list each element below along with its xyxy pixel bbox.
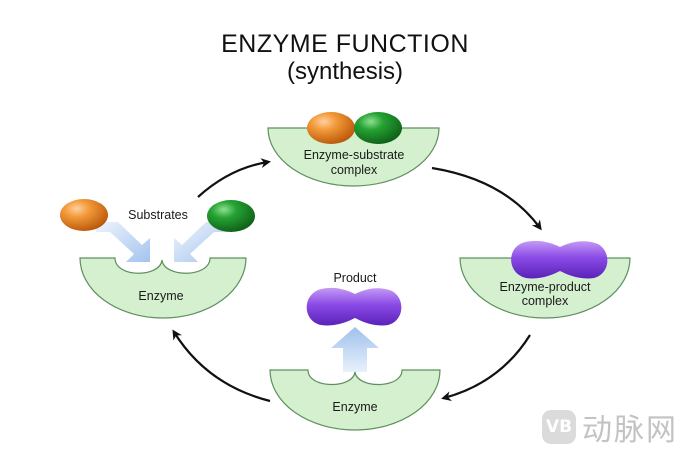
bound-product-molecule <box>511 240 608 279</box>
enzyme-bottom-label: Enzyme <box>332 400 377 414</box>
cycle-arrow-to-enzyme-bottom <box>441 334 531 402</box>
enzyme-product-label-line1: Enzyme-product <box>499 280 591 294</box>
enzyme-left-shape <box>79 257 247 319</box>
substrate-green <box>207 200 255 232</box>
enzyme-product-label-line2: complex <box>522 294 569 308</box>
enzyme-substrate-label-line1: Enzyme-substrate <box>304 148 405 162</box>
enzyme-bottom-shape <box>269 369 441 431</box>
substrates-label: Substrates <box>128 208 188 222</box>
substrate-orange <box>60 199 108 231</box>
watermark-text: 动脉网 <box>582 413 678 448</box>
product-molecule <box>306 287 402 326</box>
cycle-arrow-to-enzyme-product <box>431 166 542 231</box>
substrate-arrow-left <box>96 222 150 262</box>
enzyme-left-label: Enzyme <box>138 289 183 303</box>
enzyme-substrate-complex-shape <box>267 127 440 187</box>
bound-substrate-green <box>354 112 402 144</box>
bound-substrate-orange <box>307 112 355 144</box>
watermark: VB 动脉网 <box>542 405 678 449</box>
watermark-logo-icon: VB <box>542 410 576 444</box>
diagram-subtitle: (synthesis) <box>286 58 404 85</box>
cycle-arrow-to-enzyme-substrate <box>197 158 271 198</box>
product-label: Product <box>333 271 377 285</box>
diagram-title: ENZYME FUNCTION <box>221 30 469 58</box>
cycle-arrow-to-enzyme-left <box>172 329 271 403</box>
product-release-arrow <box>331 327 379 372</box>
enzyme-substrate-label-line2: complex <box>331 163 378 177</box>
substrate-arrow-right <box>174 222 228 262</box>
